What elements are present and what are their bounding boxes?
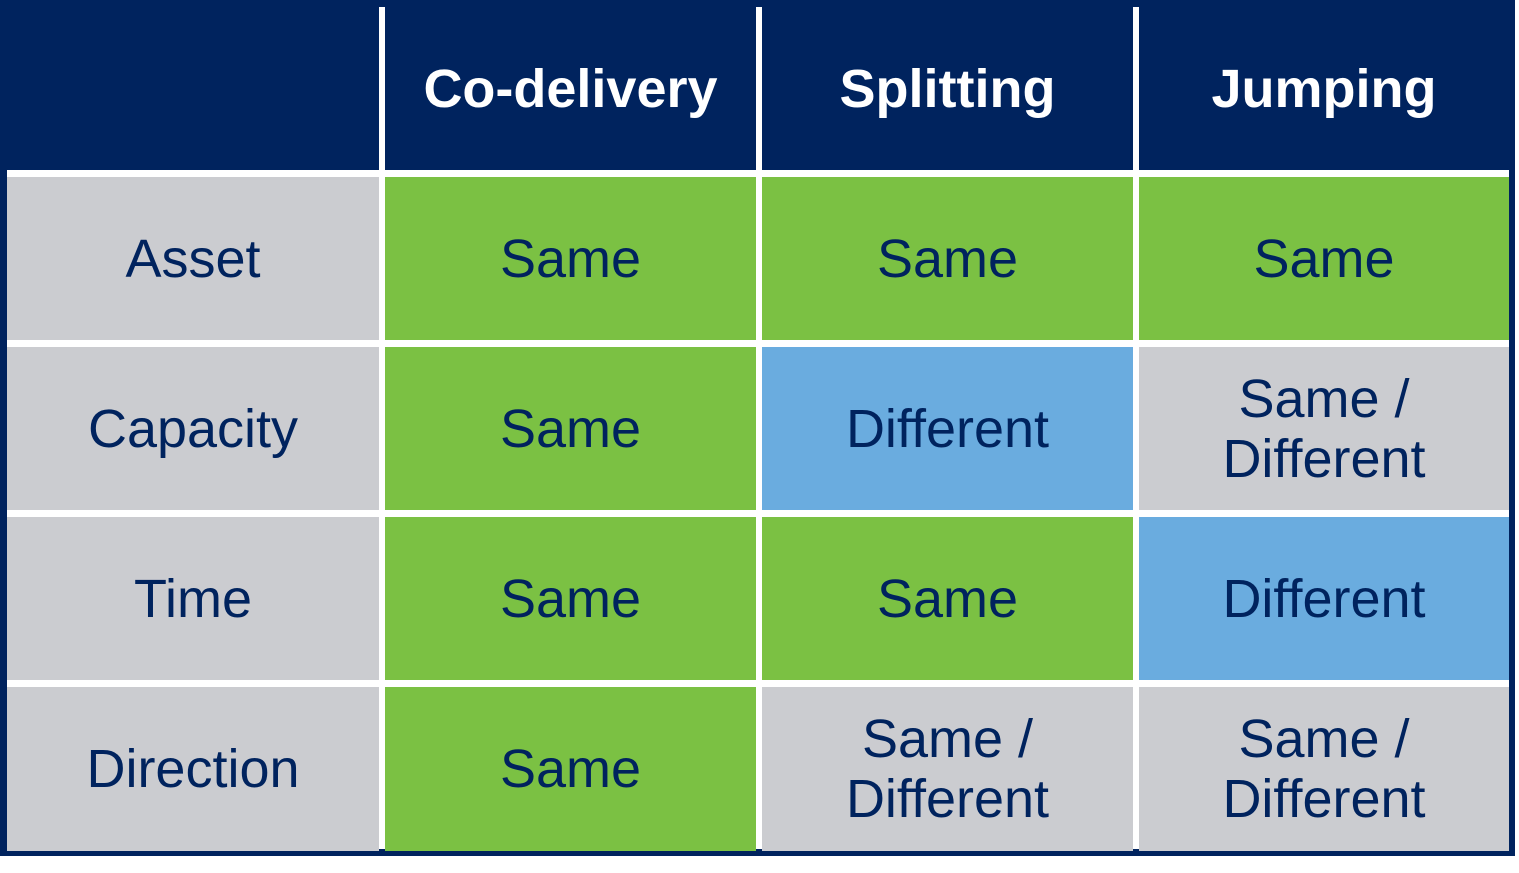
row-label-capacity: Capacity	[7, 347, 379, 510]
cell-capacity-co-delivery: Same	[385, 347, 756, 510]
cell-asset-splitting: Same	[762, 177, 1133, 340]
cell-time-co-delivery: Same	[385, 517, 756, 680]
header-corner	[7, 7, 379, 170]
cell-direction-co-delivery: Same	[385, 687, 756, 851]
cell-asset-co-delivery: Same	[385, 177, 756, 340]
cell-capacity-jumping: Same / Different	[1139, 347, 1509, 510]
cell-capacity-splitting: Different	[762, 347, 1133, 510]
cell-time-splitting: Same	[762, 517, 1133, 680]
header-co-delivery: Co-delivery	[385, 7, 756, 170]
comparison-table-frame: Co-delivery Splitting Jumping Asset Same…	[0, 0, 1515, 856]
header-jumping: Jumping	[1139, 7, 1509, 170]
header-splitting: Splitting	[762, 7, 1133, 170]
cell-time-jumping: Different	[1139, 517, 1509, 680]
row-label-asset: Asset	[7, 177, 379, 340]
cell-asset-jumping: Same	[1139, 177, 1509, 340]
comparison-table: Co-delivery Splitting Jumping Asset Same…	[7, 7, 1509, 851]
row-label-time: Time	[7, 517, 379, 680]
row-label-direction: Direction	[7, 687, 379, 851]
cell-direction-jumping: Same / Different	[1139, 687, 1509, 851]
cell-direction-splitting: Same / Different	[762, 687, 1133, 851]
